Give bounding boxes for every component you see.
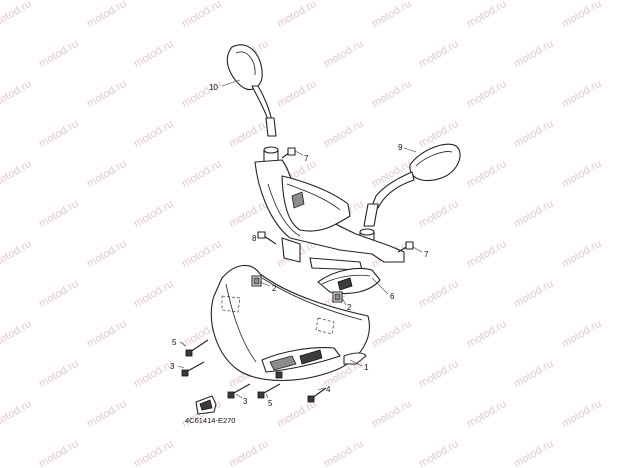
bolt-4[interactable]: [307, 387, 327, 403]
front-arrow-icon: [195, 395, 217, 415]
diagram-code: 4C61414-E270: [185, 416, 236, 425]
callout-bolt-4: 4: [326, 385, 331, 394]
nut-center-2[interactable]: [332, 291, 343, 303]
callout-mirror-left: 10: [209, 83, 218, 92]
callout-screw-left: 8: [252, 234, 257, 243]
bolt-3-bottom[interactable]: [227, 383, 251, 399]
callout-screw-right: 7: [424, 250, 429, 259]
callout-bolt-5-left: 5: [172, 338, 177, 347]
bolt-5-bottom[interactable]: [257, 383, 281, 399]
mirror-left[interactable]: [226, 44, 279, 166]
bolt-center[interactable]: [275, 371, 283, 379]
nut-left-2[interactable]: [251, 275, 262, 287]
callout-cover: 1: [364, 363, 369, 372]
screw-top-7[interactable]: [281, 147, 296, 159]
bolt-5-left[interactable]: [185, 339, 209, 357]
callout-mirror-right: 9: [398, 143, 403, 152]
callout-nut-left: 2: [272, 284, 277, 293]
callout-bolt-3-left: 3: [170, 362, 175, 371]
handlebar-upper-frame[interactable]: [254, 159, 405, 271]
screw-right-7[interactable]: [397, 241, 414, 253]
front-cover[interactable]: [210, 264, 370, 381]
callout-bolt-3-bottom: 3: [243, 397, 248, 406]
callout-bolt-5-bottom: 5: [268, 399, 273, 408]
mirror-right[interactable]: [359, 143, 461, 246]
callout-bracket: 6: [390, 292, 395, 301]
callout-nut-center: 2: [347, 303, 352, 312]
callout-screw-top: 7: [304, 154, 309, 163]
part-callouts: 10 9 7 7 8 2 2 6 1 5 3 3 5 4: [170, 83, 429, 408]
bolt-3-left[interactable]: [181, 361, 205, 377]
bracket[interactable]: [317, 267, 381, 295]
leader-lines: [177, 79, 423, 399]
